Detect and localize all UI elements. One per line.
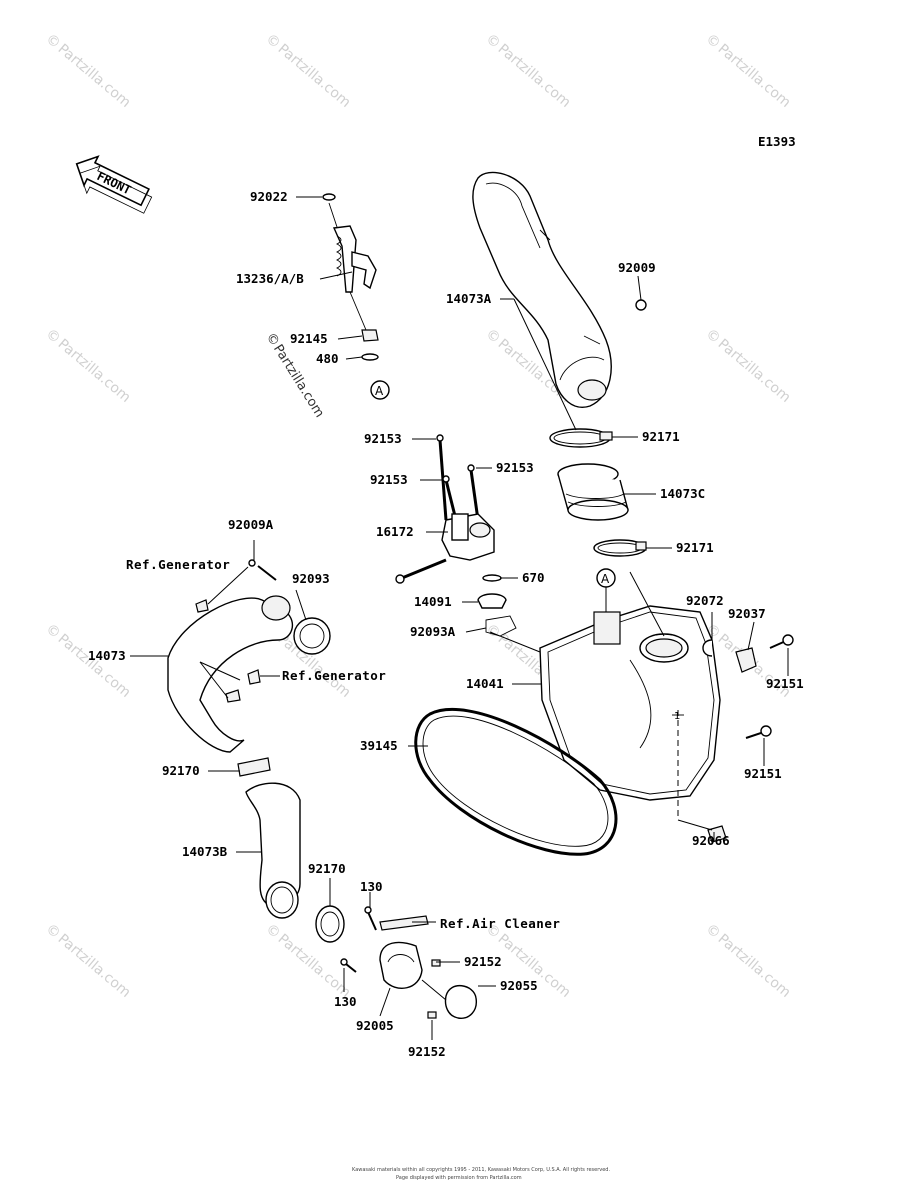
thermostat-group	[477, 574, 517, 637]
duct-14073A	[472, 171, 647, 408]
label-92145: 92145	[290, 331, 328, 346]
lower-housing-assembly	[315, 905, 477, 1019]
watermark: Partzilla.com	[495, 41, 574, 111]
hose-14073	[167, 559, 331, 753]
watermark-group: ©Partzilla.com ©Partzilla.com ©Partzilla…	[42, 31, 793, 1001]
label-92170-a: 92170	[162, 763, 200, 778]
label-39145: 39145	[360, 738, 398, 753]
watermark: Partzilla.com	[275, 931, 354, 1001]
watermark: Partzilla.com	[715, 336, 794, 406]
label-130-b: 130	[334, 994, 357, 1009]
gasket-39145	[414, 708, 618, 856]
label-92093: 92093	[292, 571, 330, 586]
clamp-92171-lower	[593, 539, 647, 557]
label-92066: 92066	[692, 833, 730, 848]
watermark: Partzilla.com	[55, 336, 134, 406]
label-92009: 92009	[618, 260, 656, 275]
label-92152-b: 92152	[408, 1044, 446, 1059]
callout-a: A	[601, 572, 610, 586]
label-92153-c: 92153	[370, 472, 408, 487]
label-92037: 92037	[728, 606, 766, 621]
ref-generator-1: Ref.Generator	[126, 557, 230, 572]
footer-line-2: Page displayed with permission from Part…	[396, 1175, 522, 1181]
label-16172: 16172	[376, 524, 414, 539]
label-480: 480	[316, 351, 339, 366]
boot-14073C	[557, 463, 629, 521]
label-13236: 13236/A/B	[236, 271, 304, 286]
front-arrow-icon: FRONT	[75, 155, 153, 214]
watermark: Partzilla.com	[275, 41, 354, 111]
leader-lines	[130, 196, 789, 1040]
diagram-code: E1393	[758, 134, 796, 149]
label-130-a: 130	[360, 879, 383, 894]
footer-line-1: Kawasaki materials within all copyrights…	[352, 1167, 610, 1173]
hose-14073B	[237, 757, 301, 919]
label-92153-b: 92153	[496, 460, 534, 475]
small-hardware-right	[702, 634, 794, 843]
label-92171-a: 92171	[642, 429, 680, 444]
label-92072: 92072	[686, 593, 724, 608]
watermark: Partzilla.com	[55, 931, 134, 1001]
cover-14041: 1	[539, 605, 721, 820]
label-92093A: 92093A	[410, 624, 456, 639]
label-92152-a: 92152	[464, 954, 502, 969]
callout-a: A	[375, 384, 384, 398]
ref-air-cleaner: Ref.Air Cleaner	[440, 916, 560, 931]
label-92153-a: 92153	[364, 431, 402, 446]
label-92055: 92055	[500, 978, 538, 993]
label-14073A: 14073A	[446, 291, 492, 306]
label-92151-b: 92151	[744, 766, 782, 781]
clamp-92171-upper	[549, 428, 613, 448]
label-670: 670	[522, 570, 545, 585]
label-92151-a: 92151	[766, 676, 804, 691]
label-14073: 14073	[88, 648, 126, 663]
label-92170-b: 92170	[308, 861, 346, 876]
watermark: Partzilla.com	[55, 631, 134, 701]
label-14091: 14091	[414, 594, 452, 609]
part-labels: 92022 13236/A/B 92145 480 14073A 92009 9…	[88, 189, 804, 1059]
label-14073C: 14073C	[660, 486, 705, 501]
label-14041: 14041	[466, 676, 504, 691]
label-92022: 92022	[250, 189, 288, 204]
label-92005: 92005	[356, 1018, 394, 1033]
watermark: Partzilla.com	[715, 931, 794, 1001]
actuator-16172	[395, 434, 495, 584]
svg-text:1: 1	[674, 711, 680, 722]
label-14073B: 14073B	[182, 844, 228, 859]
shift-lever-assembly: A	[322, 193, 390, 400]
watermark: Partzilla.com	[715, 41, 794, 111]
watermark: Partzilla.com	[55, 41, 134, 111]
callout-a-icon	[370, 380, 390, 400]
label-92009A: 92009A	[228, 517, 274, 532]
callout-a-icon	[596, 568, 616, 588]
ref-generator-2: Ref.Generator	[282, 668, 386, 683]
label-92171-b: 92171	[676, 540, 714, 555]
